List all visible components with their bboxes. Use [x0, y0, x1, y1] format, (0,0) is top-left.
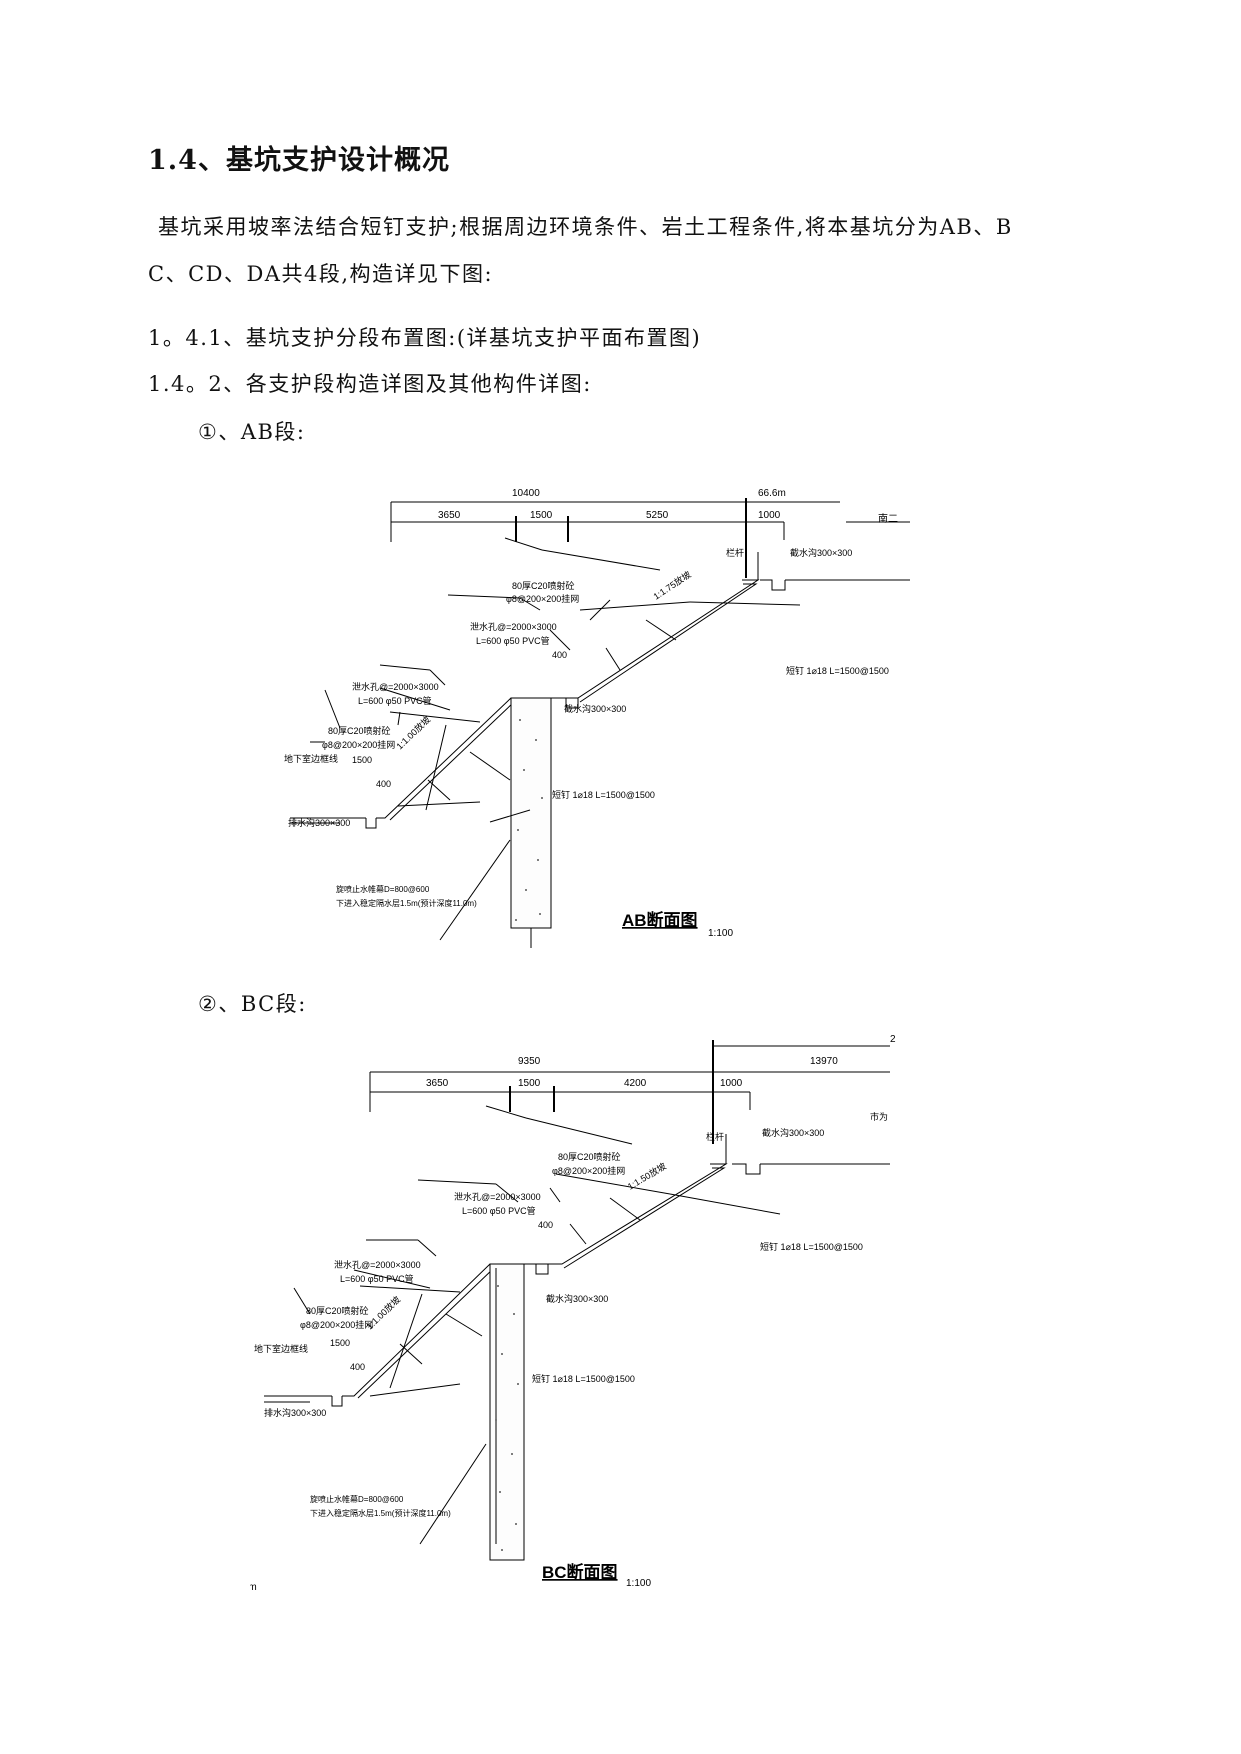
bc-nail-lower: 短钉 1⌀18 L=1500@1500	[532, 1373, 635, 1384]
bc-dim-3: 4200	[624, 1078, 647, 1089]
bc-drain-upper-1: 泄水孔@=2000×3000	[454, 1191, 541, 1202]
ab-section-drawing: 10400 66.6m 3650 1500 5250 1000 南二 栏杆 截水…	[284, 488, 910, 948]
ab-slope-lower: 1:1.00放坡	[394, 714, 433, 752]
ab-shotcrete-upper-2: φ8@200×200挂网	[506, 593, 579, 604]
ab-drain-lower-1: 泄水孔@=2000×3000	[352, 681, 439, 692]
bc-drain-lower-1: 泄水孔@=2000×3000	[334, 1259, 421, 1270]
ab-shotcrete-lower-1: 80厚C20喷射砼	[328, 725, 391, 736]
ab-basement-line: 地下室边框线	[284, 753, 338, 764]
bc-total-dim: 9350	[518, 1056, 541, 1067]
bc-slope-upper: 1:1.50放坡	[625, 1160, 668, 1192]
ab-right-dim: 66.6m	[758, 488, 786, 499]
ab-nail-upper: 短钉 1⌀18 L=1500@1500	[786, 665, 889, 676]
bc-bottom-berm: 400	[350, 1362, 365, 1372]
bc-section-drawing: 2 9350 13970 3650 1500 4200 1000 市为 栏杆 截…	[250, 1034, 896, 1593]
ab-drain-lower-2: L=600 φ50 PVC管	[358, 695, 432, 706]
bc-railing: 栏杆	[706, 1131, 724, 1142]
intro-line-2: C、CD、DA共4段,构造详见下图:	[148, 262, 494, 286]
bc-dim-1: 3650	[426, 1078, 449, 1089]
ab-berm-upper: 400	[552, 650, 567, 660]
bc-edge-note: 市为	[870, 1111, 888, 1122]
sub-heading-ab: ①、AB段:	[198, 420, 306, 444]
bc-bottom-ditch: 排水沟300×300	[264, 1407, 326, 1418]
ab-shotcrete-lower-2: φ8@200×200挂网	[322, 739, 395, 750]
ab-scale: 1:100	[708, 928, 733, 939]
ab-pile-2: 下进入稳定隔水层1.5m(预计深度11.0m)	[336, 898, 477, 908]
bc-scale: 1:100	[626, 1578, 651, 1589]
ab-bottom-ditch: 排水沟300×300	[288, 817, 350, 828]
ab-dim-3: 5250	[646, 510, 669, 521]
bc-drain-lower-2: L=600 φ50 PVC管	[340, 1273, 414, 1284]
bc-basement-line: 地下室边框线	[254, 1343, 308, 1354]
bc-dim-2: 1500	[518, 1078, 541, 1089]
ab-bottom-width: 1500	[352, 755, 372, 765]
bc-slope-lower: 1:1.00放坡	[364, 1294, 403, 1332]
bc-caption: BC断面图	[542, 1562, 618, 1582]
ab-top-ditch: 截水沟300×300	[790, 547, 852, 558]
bc-shotcrete-upper-1: 80厚C20喷射砼	[558, 1151, 621, 1162]
sub-heading-bc: ②、BC段:	[198, 992, 307, 1016]
ab-mid-ditch: 截水沟300×300	[564, 703, 626, 714]
ab-total-dim: 10400	[512, 488, 540, 499]
intro-line-1: 基坑采用坡率法结合短钉支护;根据周边环境条件、岩土工程条件,将本基坑分为AB、B	[158, 215, 1013, 239]
bc-nail-upper: 短钉 1⌀18 L=1500@1500	[760, 1241, 863, 1252]
ab-shotcrete-upper-1: 80厚C20喷射砼	[512, 580, 575, 591]
bc-pile-2: 下进入稳定隔水层1.5m(预计深度11.0m)	[310, 1508, 451, 1518]
ab-pile-1: 旋喷止水帷幕D=800@600	[336, 884, 430, 894]
ab-caption: AB断面图	[622, 910, 698, 930]
section-heading: 1.4、基坑支护设计概况	[148, 145, 450, 176]
ab-nail-lower: 短钉 1⌀18 L=1500@1500	[552, 789, 655, 800]
bc-dim-4: 1000	[720, 1078, 743, 1089]
item-detail-drawings: 1.4。2、各支护段构造详图及其他构件详图:	[148, 372, 592, 396]
ab-slope-upper: 1:1.75放坡	[651, 568, 693, 601]
bc-bottom-width: 1500	[330, 1338, 350, 1348]
ab-dim-1: 3650	[438, 510, 461, 521]
ab-dim-4: 1000	[758, 510, 781, 521]
item-layout-plan: 1。4.1、基坑支护分段布置图:(详基坑支护平面布置图)	[148, 326, 702, 350]
bc-berm-upper: 400	[538, 1220, 553, 1230]
bc-mid-ditch: 截水沟300×300	[546, 1293, 608, 1304]
ab-drain-upper-1: 泄水孔@=2000×3000	[470, 621, 557, 632]
bc-shotcrete-lower-1: 80厚C20喷射砼	[306, 1305, 369, 1316]
bc-drain-upper-2: L=600 φ50 PVC管	[462, 1205, 536, 1216]
ab-dim-2: 1500	[530, 510, 553, 521]
bc-top-right: 2	[890, 1034, 896, 1045]
bc-shotcrete-lower-2: φ8@200×200挂网	[300, 1319, 373, 1330]
ab-drain-upper-2: L=600 φ50 PVC管	[476, 635, 550, 646]
ab-edge-note: 南二	[878, 512, 898, 525]
bc-pile-1: 旋喷止水帷幕D=800@600	[310, 1494, 404, 1504]
ab-bottom-berm: 400	[376, 779, 391, 789]
bc-top-ditch: 截水沟300×300	[762, 1127, 824, 1138]
bc-right-dim: 13970	[810, 1056, 838, 1067]
bc-bottom-left-mark: mm	[250, 1582, 257, 1593]
ab-railing: 栏杆	[726, 547, 744, 558]
bc-shotcrete-upper-2: φ8@200×200挂网	[552, 1165, 625, 1176]
